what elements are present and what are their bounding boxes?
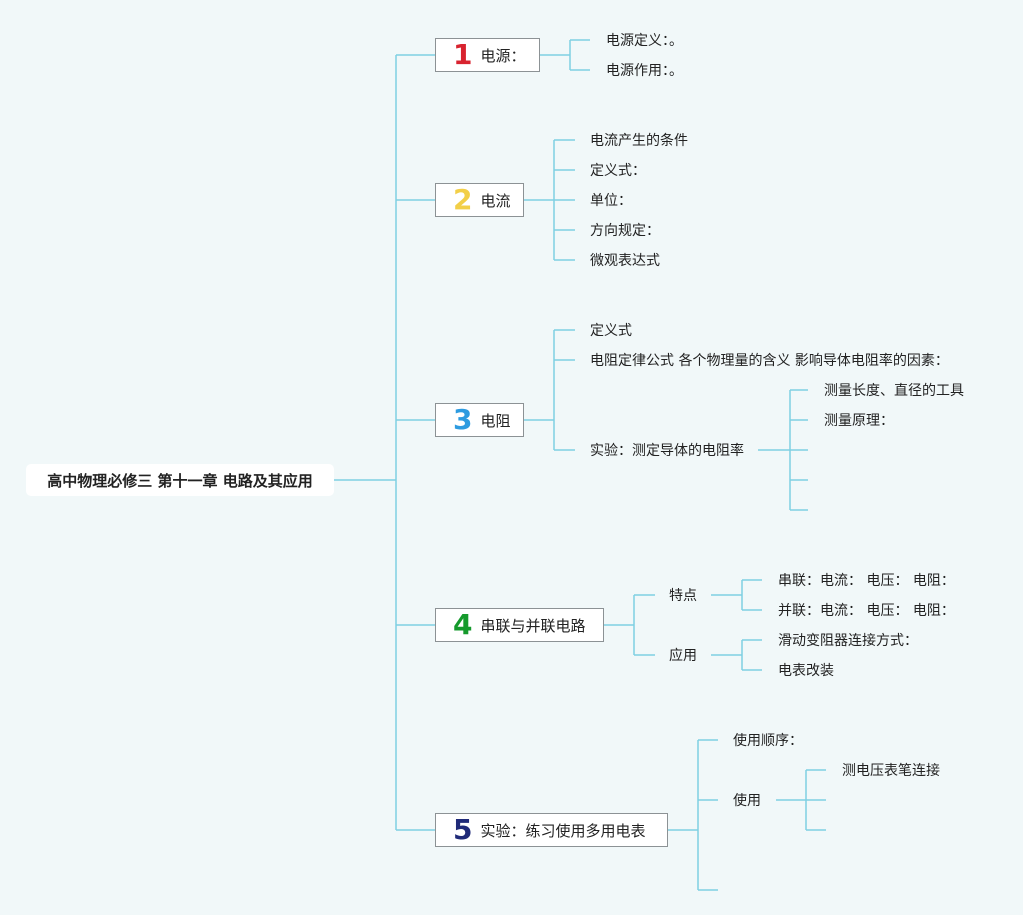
branch-5-child-1[interactable]: 使用顺序： — [733, 733, 803, 749]
branch-5-node[interactable]: 5 实验：练习使用多用电表 — [435, 813, 668, 847]
branch-2-child-2[interactable]: 定义式： — [590, 163, 646, 179]
number-5-icon: 5 — [453, 813, 473, 846]
branch-4-node[interactable]: 4 串联与并联电路 — [435, 608, 604, 642]
use-child-1[interactable]: 测电压表笔连接 — [842, 763, 940, 779]
branch-1-child-1[interactable]: 电源定义：。 — [606, 33, 683, 49]
number-1-icon: 1 — [453, 38, 473, 71]
branch-2-node[interactable]: 2 电流 — [435, 183, 524, 217]
branch-3-child-3[interactable]: 实验：测定导体的电阻率 — [590, 443, 744, 459]
branch-2-child-3[interactable]: 单位： — [590, 193, 632, 209]
number-4-icon: 4 — [453, 608, 473, 641]
branch-3-label: 电阻 — [480, 411, 511, 430]
branch-3-node[interactable]: 3 电阻 — [435, 403, 524, 437]
branch-5-child-2[interactable]: 使用 — [733, 793, 761, 809]
branch-1-label: 电源： — [480, 46, 526, 65]
branch-3-child-2[interactable]: 电阻定律公式 各个物理量的含义 影响导体电阻率的因素： — [590, 353, 949, 369]
branch-4-label: 串联与并联电路 — [480, 616, 586, 635]
branch-1-child-2[interactable]: 电源作用：。 — [606, 63, 683, 79]
root-topic[interactable]: 高中物理必修三 第十一章 电路及其应用 — [26, 464, 334, 496]
group-1-child-2[interactable]: 并联：电流： 电压： 电阻： — [778, 603, 955, 619]
branch-4-group-1[interactable]: 特点 — [669, 588, 697, 604]
experiment-child-2[interactable]: 测量原理： — [824, 413, 894, 429]
group-2-child-1[interactable]: 滑动变阻器连接方式： — [778, 633, 918, 649]
number-2-icon: 2 — [453, 183, 473, 216]
branch-5-label: 实验：练习使用多用电表 — [480, 821, 646, 840]
root-title: 高中物理必修三 第十一章 电路及其应用 — [47, 471, 313, 490]
branch-2-child-4[interactable]: 方向规定： — [590, 223, 660, 239]
experiment-child-1[interactable]: 测量长度、直径的工具 — [824, 383, 964, 399]
branch-2-child-1[interactable]: 电流产生的条件 — [590, 133, 688, 149]
group-2-child-2[interactable]: 电表改装 — [778, 663, 834, 679]
branch-2-child-5[interactable]: 微观表达式 — [590, 253, 660, 269]
branch-4-group-2[interactable]: 应用 — [669, 648, 697, 664]
branch-1-node[interactable]: 1 电源： — [435, 38, 540, 72]
branch-3-child-1[interactable]: 定义式 — [590, 323, 632, 339]
group-1-child-1[interactable]: 串联：电流： 电压： 电阻： — [778, 573, 955, 589]
number-3-icon: 3 — [453, 403, 473, 436]
branch-2-label: 电流 — [480, 191, 511, 210]
